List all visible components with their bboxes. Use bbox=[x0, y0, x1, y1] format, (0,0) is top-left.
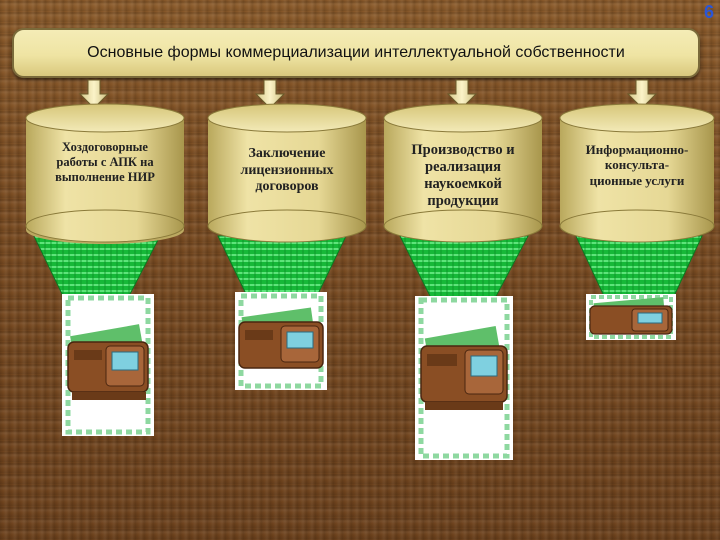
cylinder-top-1 bbox=[25, 103, 185, 133]
form-label-4: Информационно-консульта-ционные услуги bbox=[585, 142, 689, 188]
cylinder-top-2 bbox=[207, 103, 367, 133]
form-column-2 bbox=[207, 79, 367, 299]
funnel-2 bbox=[217, 235, 347, 299]
down-arrow-icon bbox=[78, 79, 110, 109]
wallet-money-icon bbox=[415, 296, 513, 460]
cylinder-body-3 bbox=[384, 118, 542, 224]
cylinder-bottom-edge-2 bbox=[207, 209, 367, 243]
form-box-3: Производство и реализация наукоемкой про… bbox=[383, 112, 543, 242]
funnel-4 bbox=[575, 235, 703, 297]
cylinder-body-1 bbox=[26, 118, 184, 224]
wallet-money-icon bbox=[62, 294, 154, 436]
cylinder-bottom-edge-3 bbox=[383, 209, 543, 243]
slide-number: 6 bbox=[703, 2, 714, 22]
down-arrow-icon bbox=[254, 79, 286, 109]
form-label-2: Заключение лицензионных договоров bbox=[240, 146, 334, 195]
form-box-1: Хоздоговорные работы с АПК на выполнение… bbox=[25, 112, 185, 242]
title-bar: Основные формы коммерциализации интеллек… bbox=[12, 28, 700, 78]
cylinder-bottom-edge-1 bbox=[25, 209, 185, 243]
form-column-1 bbox=[25, 79, 185, 299]
down-arrow-icon bbox=[446, 79, 478, 109]
wallet-money-icon bbox=[586, 294, 676, 340]
cylinder-top-3 bbox=[383, 103, 543, 133]
funnel-3 bbox=[399, 235, 529, 301]
cylinder-body-4 bbox=[560, 118, 714, 224]
wallet-money-icon bbox=[235, 292, 327, 390]
form-label-3: Производство и реализация наукоемкой про… bbox=[411, 142, 515, 210]
form-label-1: Хоздоговорные работы с АПК на выполнение… bbox=[55, 140, 155, 184]
page-title: Основные формы коммерциализации интеллек… bbox=[87, 44, 625, 61]
form-box-2: Заключение лицензионных договоров bbox=[207, 112, 367, 242]
form-column-3 bbox=[383, 79, 543, 301]
cylinder-body-2 bbox=[208, 118, 366, 224]
down-arrow-icon bbox=[626, 79, 658, 109]
cylinder-top-4 bbox=[559, 103, 715, 133]
cylinder-bottom-edge-4 bbox=[559, 209, 715, 243]
form-box-4: Информационно-консульта-ционные услуги bbox=[557, 112, 717, 242]
form-column-4 bbox=[559, 79, 715, 297]
funnel-1 bbox=[33, 235, 161, 299]
